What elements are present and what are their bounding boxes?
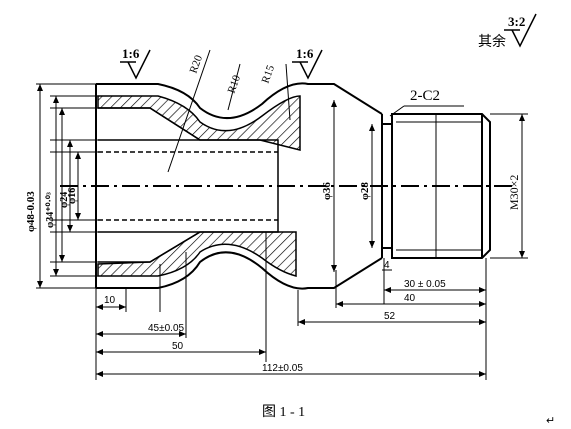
diameter-outer-label: φ48-0.03 [25,191,37,232]
hatch-lower [97,231,297,277]
roughness-rest-value: 3:2 [508,14,525,29]
length-4-label: 4 [384,260,390,271]
length-50-label: 50 [172,341,184,352]
roughness-rest-symbol [511,13,537,48]
radius-label-r3: R15 [260,63,278,85]
chamfer-label: 2-C2 [410,88,440,104]
thread-label: M30×2 [507,175,521,210]
roughness-symbols [120,13,537,80]
roughness-left-symbol [127,49,151,80]
roughness-right-symbol [299,49,323,80]
length-40-label: 40 [404,293,416,304]
length-45-label: 45±0.05 [148,323,185,334]
diameter-neck-label: φ36 [321,182,333,200]
length-52-label: 52 [384,311,396,322]
figure-caption: 图 1 - 1 [262,405,305,420]
radius-label-r2: R10 [226,73,244,95]
roughness-left-value: 1:6 [122,46,140,61]
length-10-label: 10 [104,295,116,306]
diameter-bore-c-label: φ16 [67,188,78,204]
dimension-lines [36,49,528,380]
diameter-bore-b-label: φ24 [59,192,70,208]
length-30-label: 30 ± 0.05 [404,279,446,290]
hatch-upper [97,95,301,151]
hatch-sections [97,95,301,277]
diameter-shoulder-label: φ28 [359,182,371,200]
roughness-right-value: 1:6 [296,46,314,61]
paragraph-mark: ↵ [546,415,555,427]
diameter-bore-a-label: φ34⁺⁰·⁰³ [45,192,56,228]
roughness-rest-prefix: 其余 [478,33,506,50]
length-112-label: 112±0.05 [262,363,303,374]
